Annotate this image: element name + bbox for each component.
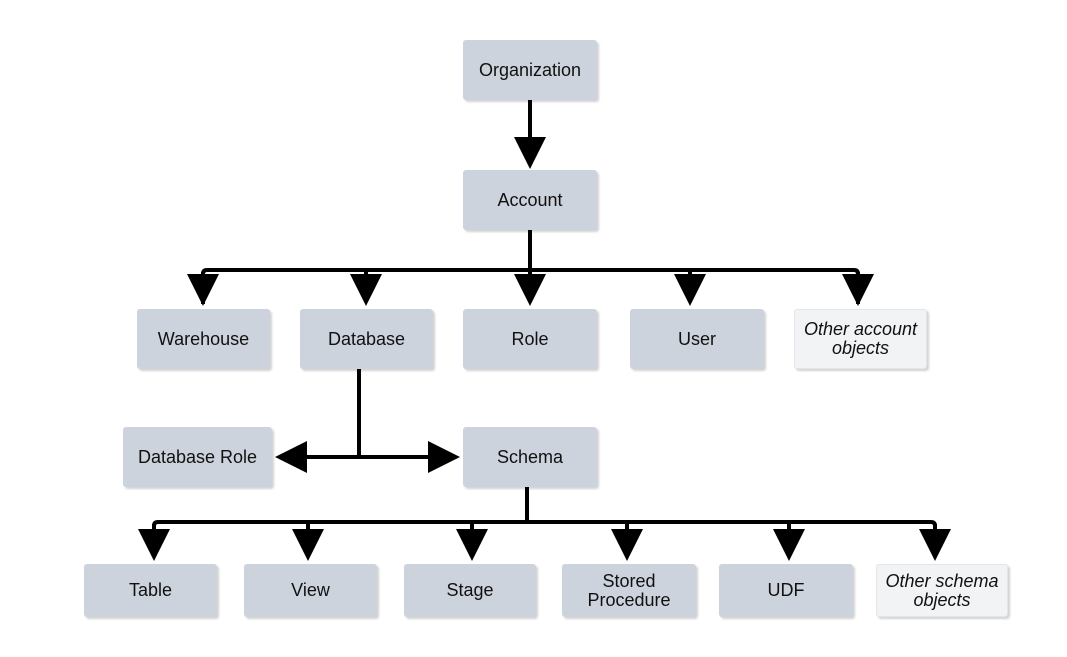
node-label-line: Procedure xyxy=(587,589,671,610)
node-label: Stage xyxy=(446,580,494,600)
node-label-line: Other account xyxy=(803,319,918,339)
node-view: View xyxy=(244,564,377,617)
node-label: Role xyxy=(511,328,549,349)
node-account: Account xyxy=(463,170,597,230)
node-stage: Stage xyxy=(404,564,536,617)
node-warehouse: Warehouse xyxy=(137,309,270,369)
node-database: Database xyxy=(300,309,433,369)
node-udf: UDF xyxy=(719,564,853,617)
node-other-account-objects: Other account objects xyxy=(794,309,927,369)
node-user: User xyxy=(630,309,764,369)
node-database-role: Database Role xyxy=(123,427,272,487)
node-schema: Schema xyxy=(463,427,597,487)
node-label: Schema xyxy=(496,446,564,467)
node-label: View xyxy=(291,580,330,600)
node-label: Database xyxy=(327,328,406,349)
node-role: Role xyxy=(463,309,597,369)
node-label: Account xyxy=(497,189,563,210)
node-label-line: objects xyxy=(831,338,890,358)
node-label: Database Role xyxy=(137,446,258,467)
node-label: Table xyxy=(128,580,173,600)
node-label: Warehouse xyxy=(157,328,250,349)
node-label: Organization xyxy=(478,59,582,80)
node-table: Table xyxy=(84,564,217,617)
node-label: UDF xyxy=(767,580,805,600)
node-stored-procedure: Stored Procedure xyxy=(562,564,696,617)
node-other-schema-objects: Other schema objects xyxy=(876,564,1008,617)
node-label-line: Stored xyxy=(602,570,656,591)
connector-schema-bus xyxy=(152,520,937,556)
node-organization: Organization xyxy=(463,40,597,100)
node-label-line: Other schema xyxy=(885,570,999,591)
node-label: User xyxy=(677,328,716,349)
node-label-line: objects xyxy=(913,589,971,610)
